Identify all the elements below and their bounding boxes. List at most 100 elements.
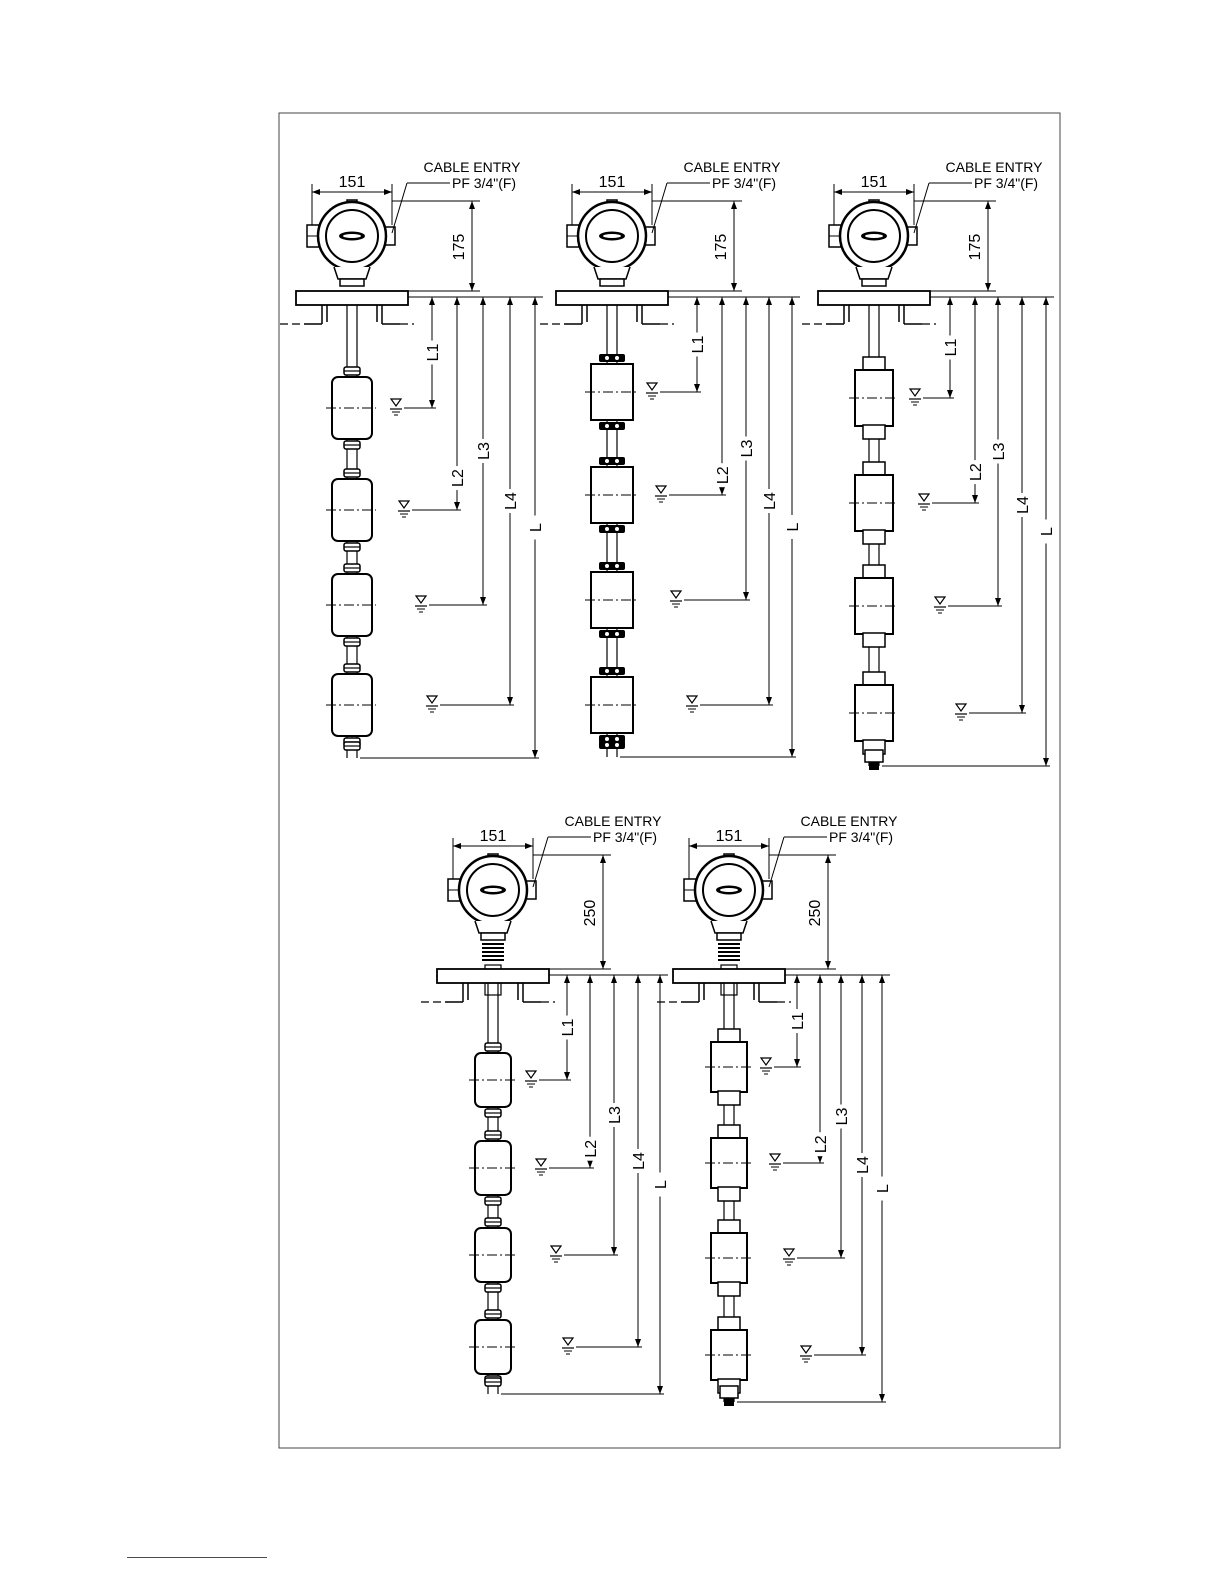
arrowhead (600, 855, 606, 863)
arrowhead (600, 961, 606, 969)
level-triangle-icon (399, 501, 409, 508)
mounting-flange (437, 969, 549, 983)
collar-hole (605, 459, 609, 463)
nameplate-highlight (343, 234, 361, 238)
hex-nipple (717, 933, 741, 940)
arrowhead (644, 189, 652, 195)
dimension-label-l4: L4 (503, 492, 520, 510)
arrowhead (817, 975, 823, 983)
arrowhead (985, 283, 991, 291)
arrowhead (834, 189, 842, 195)
arrowhead (859, 1347, 865, 1355)
leader-line (533, 837, 548, 887)
spacer-sleeve (718, 1029, 740, 1043)
arrowhead (761, 843, 769, 849)
height-dimension-label: 175 (967, 234, 984, 261)
dimension-label-l2: L2 (715, 466, 732, 484)
spacer-sleeve (718, 1220, 740, 1234)
arrowhead (429, 400, 435, 408)
stopper-collar (599, 630, 625, 638)
nameplate-highlight (484, 888, 502, 892)
width-dimension-label: 151 (716, 828, 743, 845)
width-dimension-label: 151 (861, 174, 888, 191)
nameplate-highlight (720, 888, 738, 892)
dimension-label-l1: L1 (425, 344, 442, 362)
threaded-end (869, 762, 879, 770)
level-switch-drawing-3: 151CABLE ENTRYPF 3/4"(F)175L1L2L3L4L (802, 159, 1056, 770)
hex-nipple (481, 933, 505, 940)
dimension-label-l: L (875, 1184, 892, 1193)
level-triangle-icon (784, 1249, 794, 1256)
arrowhead (794, 975, 800, 983)
spacer-sleeve (718, 1091, 740, 1105)
dimension-label-l4: L4 (855, 1156, 872, 1174)
end-nut (865, 750, 883, 762)
arrowhead (947, 297, 953, 305)
collar-hole (615, 424, 619, 428)
level-triangle-icon (391, 399, 401, 406)
cable-entry-label: CABLE ENTRY (801, 813, 899, 829)
stopper-collar (599, 525, 625, 533)
dimension-label-l3: L3 (739, 440, 756, 458)
arrowhead (587, 975, 593, 983)
arrowhead (532, 750, 538, 758)
height-dimension-label: 175 (451, 234, 468, 261)
arrowhead (480, 297, 486, 305)
arrowhead (611, 975, 617, 983)
dimension-label-l4: L4 (631, 1152, 648, 1170)
arrowhead (564, 975, 570, 983)
arrowhead (429, 297, 435, 305)
spacer-sleeve (718, 1282, 740, 1296)
arrowhead (587, 1160, 593, 1168)
collar-hole (605, 669, 609, 673)
arrowhead (906, 189, 914, 195)
arrowhead (766, 697, 772, 705)
collar-hole (605, 564, 609, 568)
collar-hole (615, 669, 619, 673)
arrowhead (985, 201, 991, 209)
dimension-label-l2: L2 (450, 469, 467, 487)
arrowhead (789, 297, 795, 305)
housing-neck (334, 267, 370, 279)
arrowhead (731, 283, 737, 291)
width-dimension-label: 151 (480, 828, 507, 845)
height-dimension-label: 250 (807, 900, 824, 927)
level-triangle-icon (956, 704, 966, 711)
arrowhead (879, 975, 885, 983)
arrowhead (743, 297, 749, 305)
level-triangle-icon (551, 1246, 561, 1253)
spacer-sleeve (718, 1187, 740, 1201)
level-triangle-icon (687, 696, 697, 703)
level-triangle-icon (919, 494, 929, 501)
arrowhead (1043, 758, 1049, 766)
arrowhead (469, 283, 475, 291)
mounting-flange (556, 291, 668, 305)
arrowhead (532, 297, 538, 305)
stopper-collar (599, 562, 625, 570)
collar-hole (605, 356, 609, 360)
arrowhead (507, 297, 513, 305)
stopper-collar (599, 667, 625, 675)
arrowhead (480, 597, 486, 605)
stopper-collar (599, 422, 625, 430)
dimension-label-l4: L4 (762, 492, 779, 510)
leader-line (769, 837, 784, 887)
collar-hole (605, 527, 609, 531)
arrowhead (1019, 297, 1025, 305)
arrowhead (1019, 705, 1025, 713)
housing-neck (594, 267, 630, 279)
arrowhead (635, 975, 641, 983)
mounting-flange (296, 291, 408, 305)
width-dimension-label: 151 (599, 174, 626, 191)
arrowhead (972, 297, 978, 305)
arrowhead (731, 201, 737, 209)
collar-hole (615, 737, 619, 741)
mounting-flange (673, 969, 785, 983)
nameplate-highlight (865, 234, 883, 238)
collar-hole (615, 632, 619, 636)
collar-hole (615, 459, 619, 463)
stopper-collar (599, 741, 625, 749)
dimension-label-l2: L2 (583, 1140, 600, 1158)
dimension-label-l3: L3 (476, 442, 493, 460)
arrowhead (972, 495, 978, 503)
